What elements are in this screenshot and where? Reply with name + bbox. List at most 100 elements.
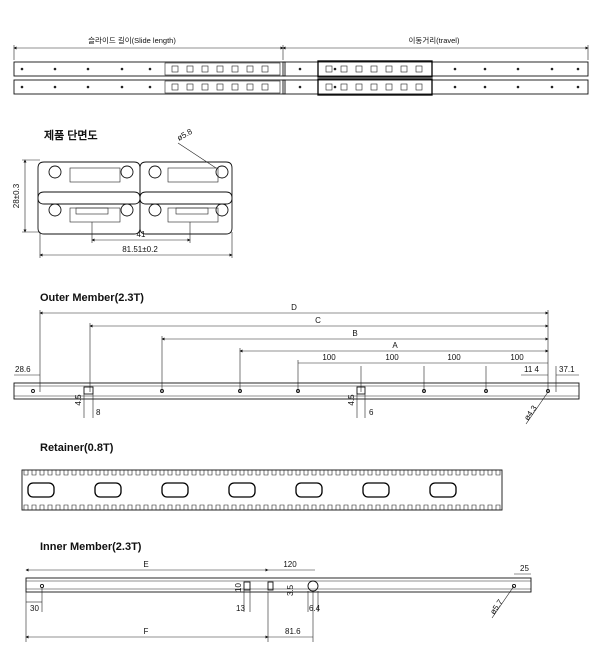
dim-b: B — [352, 329, 357, 338]
assembly-view: 슬라이드 길이(Slide length) 이동거리(travel) — [13, 35, 589, 96]
outer-hole — [422, 389, 426, 393]
outer-hole-label: ø4.3 — [522, 403, 539, 422]
slot1-height: 4.5 — [74, 394, 83, 406]
rail-hole — [120, 85, 124, 89]
rail-hole — [453, 67, 457, 71]
pitch-2: 100 — [385, 353, 399, 362]
retainer: Retainer(0.8T) — [21, 442, 503, 511]
dim-right-371: 37.1 — [559, 365, 575, 374]
retainer-window — [201, 83, 209, 91]
dim-30: 30 — [30, 604, 39, 613]
retainer-window — [231, 65, 239, 73]
dim-d: D — [291, 303, 297, 312]
retainer-window — [231, 83, 239, 91]
outer-hole — [296, 389, 300, 393]
travel-label: 이동거리(travel) — [409, 35, 460, 45]
retainer-window — [355, 83, 363, 91]
retainer-window — [186, 83, 194, 91]
retainer-window — [429, 482, 457, 498]
slot2-height: 4.5 — [347, 394, 356, 406]
dim-816: 81.6 — [285, 627, 301, 636]
outer-hole — [484, 389, 488, 393]
retainer-window — [370, 65, 378, 73]
retainer-bottom-right — [317, 78, 433, 96]
outer-hole — [546, 389, 550, 393]
retainer-window — [400, 83, 408, 91]
cross-height-label: 28±0.3 — [12, 183, 21, 208]
outer-hole — [238, 389, 242, 393]
inner-rail-body — [25, 577, 532, 593]
retainer-window — [171, 83, 179, 91]
cross-overall-width: 81.51±0.2 — [122, 245, 158, 254]
dim-10: 10 — [234, 583, 243, 592]
pitch-3: 100 — [447, 353, 461, 362]
retainer-window — [186, 65, 194, 73]
rail-hole — [453, 85, 457, 89]
rail-hole — [20, 67, 24, 71]
outer-hole — [160, 389, 164, 393]
retainer-teeth-bottom — [22, 504, 501, 511]
retainer-title: Retainer(0.8T) — [40, 442, 114, 454]
cross-hole-label: ø5.8 — [176, 127, 195, 143]
rail-hole — [333, 67, 337, 71]
rail-hole — [53, 67, 57, 71]
dim-e: E — [143, 560, 148, 569]
dim-25: 25 — [520, 564, 529, 573]
dim-a: A — [392, 341, 398, 350]
retainer-bottom-left — [164, 80, 281, 94]
retainer-window — [362, 482, 390, 498]
retainer-window — [355, 65, 363, 73]
rail-hole — [516, 85, 520, 89]
slot1-width: 8 — [96, 408, 101, 417]
retainer-window — [261, 83, 269, 91]
dim-c: C — [315, 316, 321, 325]
pitch-1: 100 — [322, 353, 336, 362]
rail-hole — [576, 85, 580, 89]
outer-member-title: Outer Member(2.3T) — [40, 292, 144, 304]
retainer-window — [415, 65, 423, 73]
rail-hole — [483, 85, 487, 89]
retainer-window — [325, 83, 333, 91]
dim-13: 13 — [236, 604, 245, 613]
rail-hole — [20, 85, 24, 89]
outer-member: Outer Member(2.3T) D C B A 100 100 100 1… — [13, 292, 580, 425]
retainer-window — [295, 482, 323, 498]
rail-hole — [53, 85, 57, 89]
rail-hole — [86, 85, 90, 89]
retainer-window — [161, 482, 189, 498]
retainer-window — [94, 482, 122, 498]
inner-member: Inner Member(2.3T) E 120 25 30 10 13 3.5… — [25, 541, 532, 642]
rail-hole — [516, 67, 520, 71]
retainer-window — [228, 482, 256, 498]
pitch-4: 100 — [510, 353, 524, 362]
retainer-window — [171, 65, 179, 73]
rail-hole — [298, 67, 302, 71]
retainer-window — [385, 83, 393, 91]
cross-inner-width: 41 — [137, 230, 146, 239]
dim-120: 120 — [283, 560, 297, 569]
rail-hole — [148, 85, 152, 89]
retainer-window — [27, 482, 55, 498]
dim-35: 3.5 — [286, 584, 295, 596]
retainer-top-right — [317, 60, 433, 78]
retainer-window — [216, 65, 224, 73]
slide-length-label: 슬라이드 길이(Slide length) — [88, 35, 176, 45]
rail-hole — [120, 67, 124, 71]
rail-hole — [298, 85, 302, 89]
retainer-window — [400, 65, 408, 73]
outer-rail-body — [13, 382, 580, 400]
inner-hole-label: ø5.7 — [488, 597, 505, 616]
slot2-width: 6 — [369, 408, 374, 417]
retainer-teeth-top — [22, 469, 501, 476]
retainer-top-left — [164, 62, 281, 76]
retainer-window — [385, 65, 393, 73]
retainer-window — [246, 65, 254, 73]
outer-rail-bottom — [13, 79, 286, 95]
rail-hole — [86, 67, 90, 71]
rail-hole — [483, 67, 487, 71]
rail-hole — [148, 67, 152, 71]
retainer-window — [246, 83, 254, 91]
dim-right-114: 11 4 — [524, 365, 540, 374]
inner-rail-bottom — [282, 79, 589, 95]
cross-section-title: 제품 단면도 — [44, 128, 98, 142]
